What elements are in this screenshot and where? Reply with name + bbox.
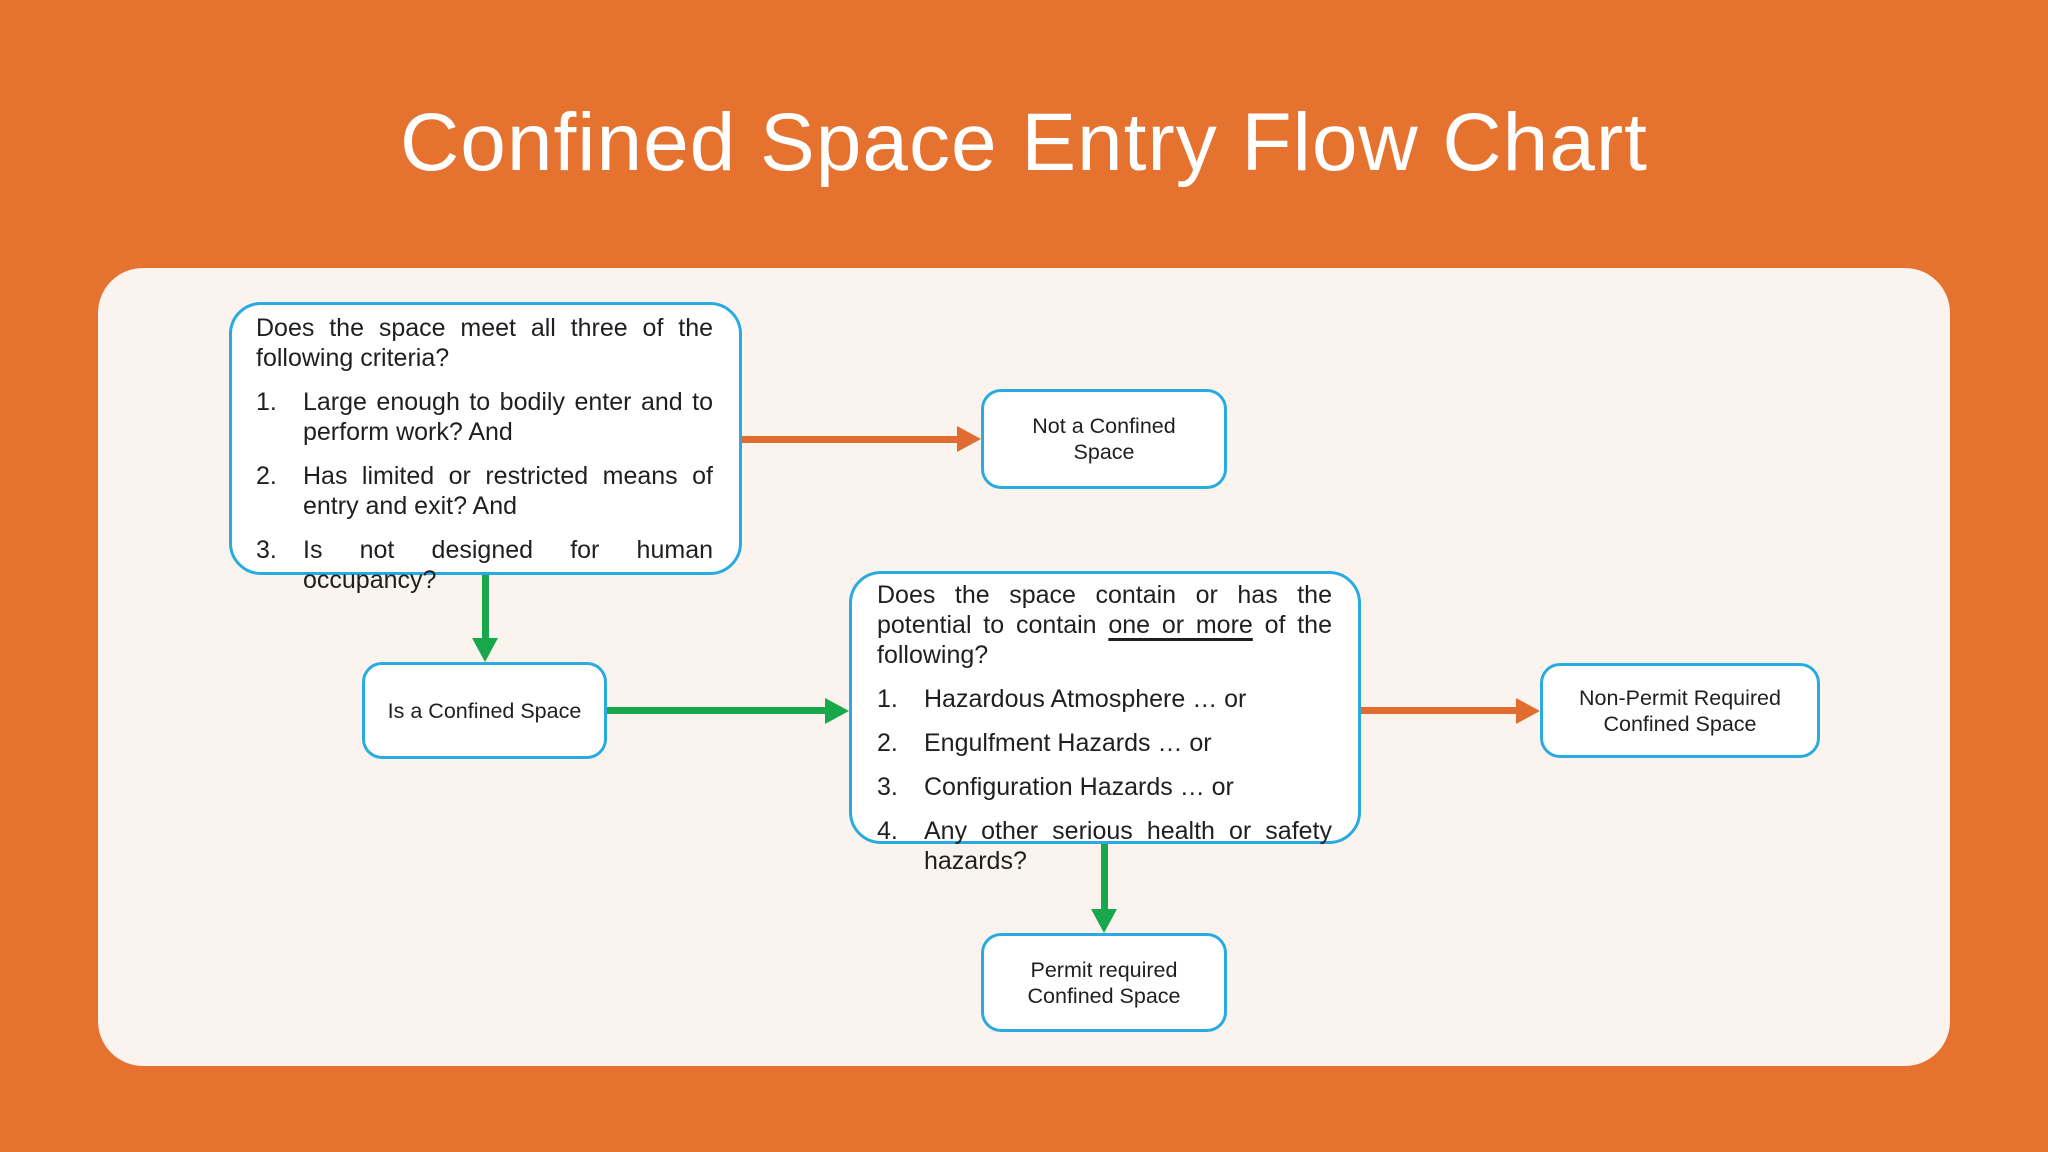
- arrowhead-down-icon: [1091, 909, 1117, 933]
- not-confined-space-label: Not a Confined Space: [1032, 414, 1176, 464]
- hazards-decision-box: Does the space contain or has the potent…: [849, 571, 1361, 875]
- hazards-item-number: 1.: [877, 685, 898, 713]
- non-permit-required-node: Non-Permit Required Confined Space: [1540, 663, 1820, 758]
- permit-required-node: Permit required Confined Space: [981, 933, 1227, 1032]
- arrowhead-right-icon: [825, 698, 849, 724]
- criteria-item-number: 2.: [256, 462, 277, 490]
- hazards-item-number: 2.: [877, 729, 898, 757]
- is-confined-space-node: Is a Confined Space: [362, 662, 607, 759]
- hazards-question-post: of the following?: [877, 611, 1332, 669]
- hazards-item: 2. Engulfment Hazards … or: [877, 728, 1332, 758]
- hazards-item-number: 4.: [877, 817, 898, 845]
- hazards-item-text: Configuration Hazards … or: [924, 773, 1234, 801]
- not-confined-space-node: Not a Confined Space: [981, 389, 1227, 489]
- arrow-hazards-to-permit: [1101, 844, 1108, 909]
- criteria-item-number: 1.: [256, 388, 277, 416]
- hazards-question-pre: Does the space contain or has the potent…: [877, 581, 1332, 639]
- hazards-question: Does the space contain or has the potent…: [877, 580, 1332, 670]
- criteria-question: Does the space meet all three of the fol…: [256, 314, 713, 372]
- hazards-item-text: Any other serious health or safety hazar…: [924, 817, 1332, 875]
- criteria-item-text: Large enough to bodily enter and to perf…: [303, 388, 713, 446]
- arrowhead-down-icon: [472, 638, 498, 662]
- criteria-item: 2. Has limited or restricted means of en…: [256, 461, 713, 521]
- hazards-item-number: 3.: [877, 773, 898, 801]
- page-title: Confined Space Entry Flow Chart: [400, 97, 1648, 188]
- hazards-item: 1. Hazardous Atmosphere … or: [877, 684, 1332, 714]
- arrowhead-right-icon: [1516, 698, 1540, 724]
- criteria-item-text: Is not designed for human occupancy?: [303, 536, 713, 594]
- criteria-item-number: 3.: [256, 536, 277, 564]
- permit-required-label: Permit required Confined Space: [1027, 957, 1181, 1008]
- arrow-is-confined-to-hazards: [607, 707, 825, 714]
- criteria-item-text: Has limited or restricted means of entry…: [303, 462, 713, 520]
- criteria-decision-box: Does the space meet all three of the fol…: [229, 302, 742, 594]
- hazards-item-text: Hazardous Atmosphere … or: [924, 685, 1247, 713]
- criteria-item: 1. Large enough to bodily enter and to p…: [256, 387, 713, 447]
- hazards-item-text: Engulfment Hazards … or: [924, 729, 1212, 757]
- hazards-item: 4. Any other serious health or safety ha…: [877, 816, 1332, 876]
- hazards-item: 3. Configuration Hazards … or: [877, 772, 1332, 802]
- arrow-hazards-to-non-permit: [1361, 707, 1516, 714]
- arrow-criteria-to-is-confined: [482, 575, 489, 638]
- arrow-criteria-to-not-confined: [742, 436, 959, 443]
- hazards-question-underlined: one or more: [1108, 611, 1253, 639]
- is-confined-space-label: Is a Confined Space: [387, 698, 582, 723]
- arrowhead-right-icon: [957, 426, 981, 452]
- criteria-item: 3. Is not designed for human occupancy?: [256, 535, 713, 595]
- non-permit-required-label: Non-Permit Required Confined Space: [1579, 685, 1781, 736]
